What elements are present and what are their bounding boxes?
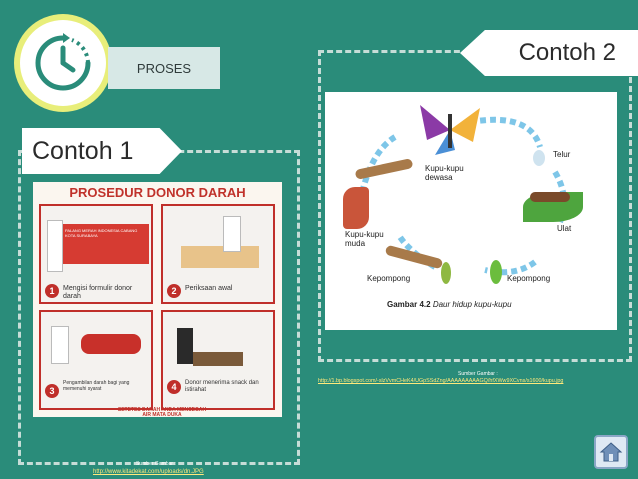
staff-figure xyxy=(51,326,69,364)
stage-adult-label: Kupu-kupu dewasa xyxy=(425,164,464,182)
step-cell-4: 4 Donor menerima snack dan istirahat xyxy=(161,310,275,410)
clock-icon xyxy=(20,20,106,106)
stage-pupa-right-label: Kepompong xyxy=(507,274,551,283)
person-figure xyxy=(47,220,63,272)
lifecycle-diagram: Kupu-kupu dewasa Telur Kupu-kupu muda Ul… xyxy=(325,92,617,330)
egg-image xyxy=(533,150,545,166)
nurse-figure xyxy=(223,216,241,252)
step-cell-2: 2 Periksaan awal xyxy=(161,204,275,304)
home-button[interactable] xyxy=(594,435,628,469)
snack-illustration xyxy=(193,352,243,366)
recipient-figure xyxy=(177,328,193,364)
exam-table-illustration xyxy=(181,246,259,268)
step-number: 2 xyxy=(167,284,181,298)
step-number: 4 xyxy=(167,380,181,394)
proses-tab: PROSES xyxy=(108,47,220,89)
stage-larva-label: Ulat xyxy=(557,224,572,233)
figure-caption-text: Daur hidup kupu-kupu xyxy=(432,300,512,309)
stage-egg-label: Telur xyxy=(553,150,571,159)
stage-pupa-left-label: Kepompong xyxy=(367,274,411,283)
proses-label: PROSES xyxy=(136,60,192,76)
example1-source-label: Sumber Gambar : xyxy=(136,461,176,467)
step-text: Periksaan awal xyxy=(185,285,233,292)
figure-caption: Gambar 4.2 Daur hidup kupu-kupu xyxy=(387,300,512,309)
org-name: PALANG MERAH INDONESIA CABANG KOTA SURAB… xyxy=(65,228,138,238)
young-butterfly-image xyxy=(343,187,369,229)
pupa-right-image xyxy=(490,260,502,284)
pupa-left-image xyxy=(441,262,451,284)
poster-title: PROSEDUR DONOR DARAH xyxy=(69,185,246,200)
home-icon xyxy=(599,442,623,462)
example1-source-link[interactable]: http://www.kitadekat.com/uploads/dn.JPG xyxy=(93,469,204,475)
step-text: Pengambilan darah bagi yang memenuhi sya… xyxy=(63,380,130,392)
donor-chair-illustration xyxy=(81,334,141,354)
stage-young-label: Kupu-kupu muda xyxy=(345,230,384,248)
step-cell-3: 3 Pengambilan darah bagi yang memenuhi s… xyxy=(39,310,153,410)
step-number: 3 xyxy=(45,384,59,398)
caterpillar-image xyxy=(530,192,570,202)
step-text: Donor menerima snack dan istirahat xyxy=(185,380,259,393)
step-number: 1 xyxy=(45,284,59,298)
example2-source-link[interactable]: http://1.bp.blogspot.com/-slzVvmCHeK4/UG… xyxy=(318,378,564,384)
figure-caption-number: Gambar 4.2 xyxy=(387,300,431,309)
adult-butterfly-image xyxy=(420,105,480,155)
donor-poster: PROSEDUR DONOR DARAH PALANG MERAH INDONE… xyxy=(33,182,282,418)
example2-label: Contoh 2 xyxy=(460,30,638,76)
donor-desk-illustration xyxy=(61,224,149,264)
example1-label: Contoh 1 xyxy=(22,128,182,174)
step-text: Mengisi formulir donor darah xyxy=(63,285,133,300)
step-cell-1: PALANG MERAH INDONESIA CABANG KOTA SURAB… xyxy=(39,204,153,304)
poster-slogan: SETETES DARAH ANDA MENCEGAH AIR MATA DUK… xyxy=(117,407,207,418)
example2-source-label: Sumber Gambar : xyxy=(458,371,498,377)
